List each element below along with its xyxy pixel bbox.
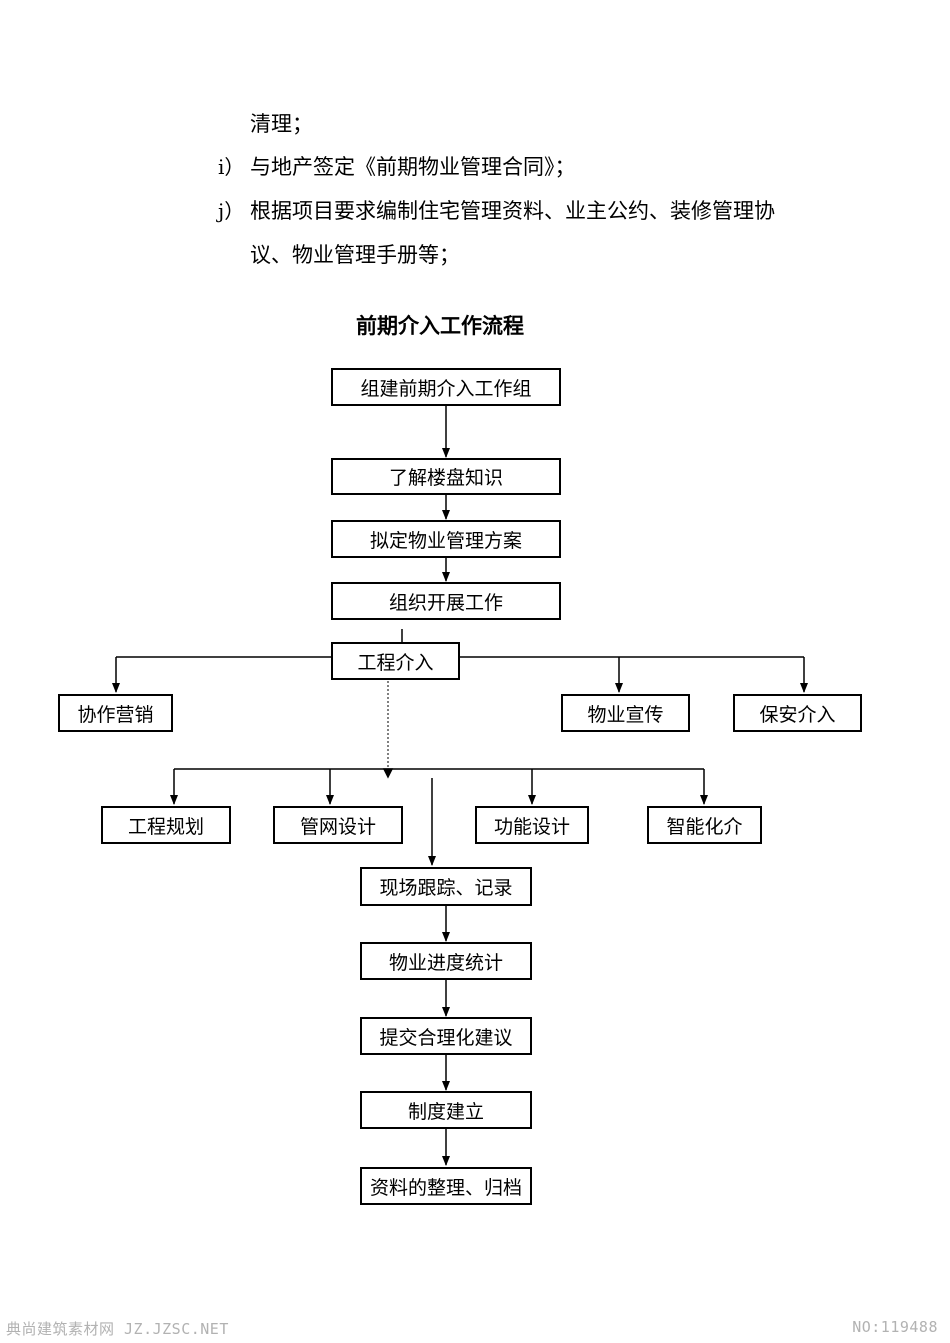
node-suggestions: 提交合理化建议 [360, 1017, 532, 1055]
node-pipe-design: 管网设计 [273, 806, 403, 844]
node-engineering: 工程介入 [331, 642, 460, 680]
node-smart: 智能化介 [647, 806, 762, 844]
node-func-design: 功能设计 [475, 806, 589, 844]
node-form-team: 组建前期介入工作组 [331, 368, 561, 406]
node-eng-planning: 工程规划 [101, 806, 231, 844]
footer-site-watermark: 典尚建筑素材网 JZ.JZSC.NET [6, 1320, 229, 1338]
footer-number: NO:119488 [852, 1318, 938, 1336]
node-site-track: 现场跟踪、记录 [360, 867, 532, 906]
text-line-qingli: 清理； [250, 112, 313, 136]
item-j-marker: j） [218, 199, 245, 223]
arrow-head-dotted [382, 768, 394, 779]
flowchart-title: 前期介入工作流程 [356, 313, 524, 338]
node-understand: 了解楼盘知识 [331, 458, 561, 495]
node-plan: 拟定物业管理方案 [331, 520, 561, 558]
item-j-text-line1: 根据项目要求编制住宅管理资料、业主公约、装修管理协 [250, 199, 775, 223]
item-i-marker: i） [218, 155, 245, 179]
node-promotion: 物业宣传 [561, 694, 690, 732]
node-archive: 资料的整理、归档 [360, 1167, 532, 1205]
item-j-text-line2: 议、物业管理手册等； [250, 243, 460, 267]
node-organize: 组织开展工作 [331, 582, 561, 620]
node-system: 制度建立 [360, 1091, 532, 1129]
node-sales: 协作营销 [58, 694, 173, 732]
node-security: 保安介入 [733, 694, 862, 732]
node-progress: 物业进度统计 [360, 942, 532, 980]
item-i-text: 与地产签定《前期物业管理合同》； [250, 155, 576, 179]
